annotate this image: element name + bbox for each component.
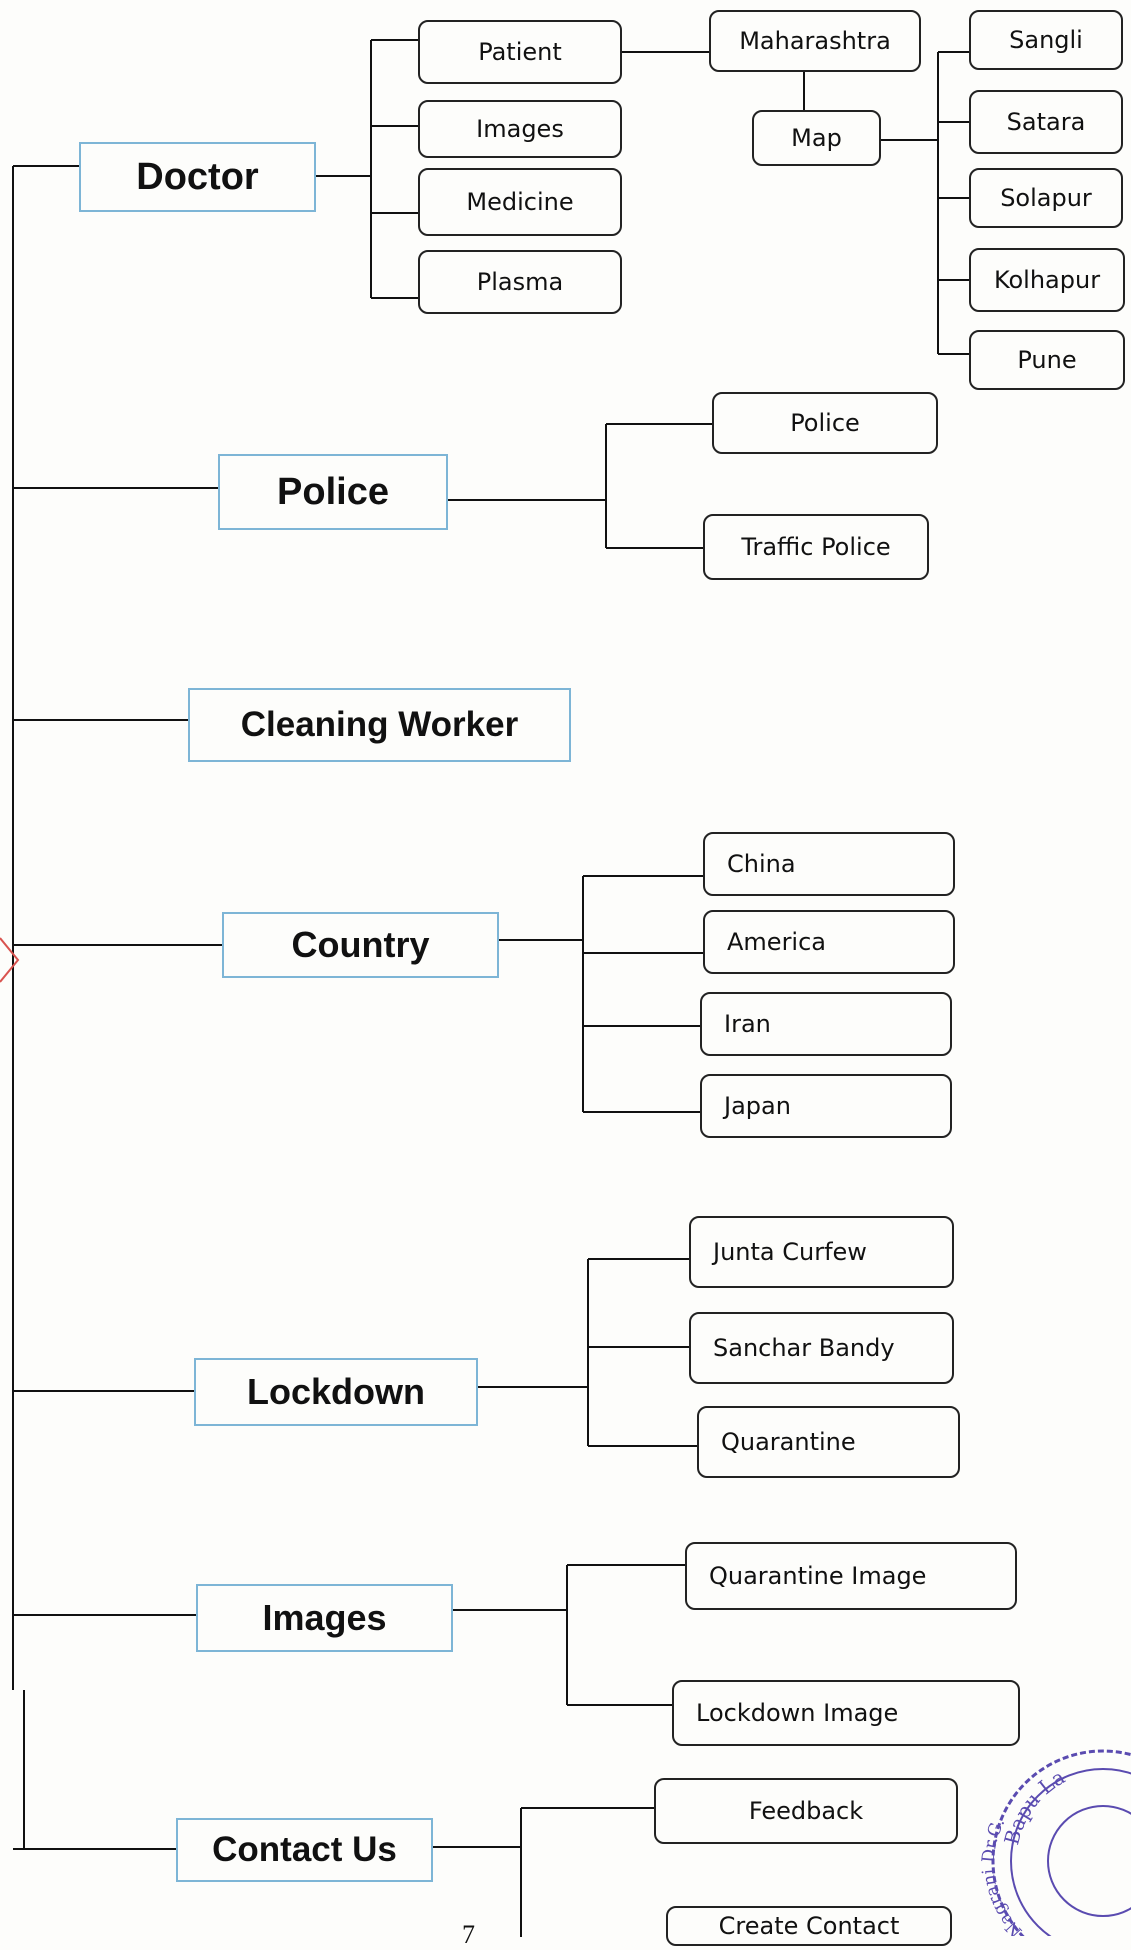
node-china: China — [703, 832, 955, 896]
node-satara: Satara — [969, 90, 1123, 154]
node-maharashtra: Maharashtra — [709, 10, 921, 72]
node-images: Images — [196, 1584, 453, 1652]
node-create-contact: Create Contact — [666, 1906, 952, 1946]
node-police: Police — [218, 454, 448, 530]
node-country: Country — [222, 912, 499, 978]
node-plasma: Plasma — [418, 250, 622, 314]
node-patient: Patient — [418, 20, 622, 84]
node-america: America — [703, 910, 955, 974]
node-doctor: Doctor — [79, 142, 316, 212]
node-solapur: Solapur — [969, 168, 1123, 228]
node-pune: Pune — [969, 330, 1125, 390]
margin-mark — [0, 937, 20, 983]
node-iran: Iran — [700, 992, 952, 1056]
node-map: Map — [752, 110, 881, 166]
node-junta-curfew: Junta Curfew — [689, 1216, 954, 1288]
node-traffic-police: Traffic Police — [703, 514, 929, 580]
node-contact-us: Contact Us — [176, 1818, 433, 1882]
node-cleaning-worker: Cleaning Worker — [188, 688, 571, 762]
node-medicine: Medicine — [418, 168, 622, 236]
institution-seal: Bapu La Nagrani Dr.G.D. — [978, 1736, 1131, 1936]
node-police-sub: Police — [712, 392, 938, 454]
node-lockdown: Lockdown — [194, 1358, 478, 1426]
node-feedback: Feedback — [654, 1778, 958, 1844]
node-kolhapur: Kolhapur — [969, 248, 1125, 312]
page-number: 7 — [462, 1920, 475, 1949]
node-images-doctor: Images — [418, 100, 622, 158]
node-japan: Japan — [700, 1074, 952, 1138]
node-quarantine: Quarantine — [697, 1406, 960, 1478]
node-quarantine-image: Quarantine Image — [685, 1542, 1017, 1610]
node-sanchar-bandy: Sanchar Bandy — [689, 1312, 954, 1384]
node-lockdown-image: Lockdown Image — [672, 1680, 1020, 1746]
node-sangli: Sangli — [969, 10, 1123, 70]
